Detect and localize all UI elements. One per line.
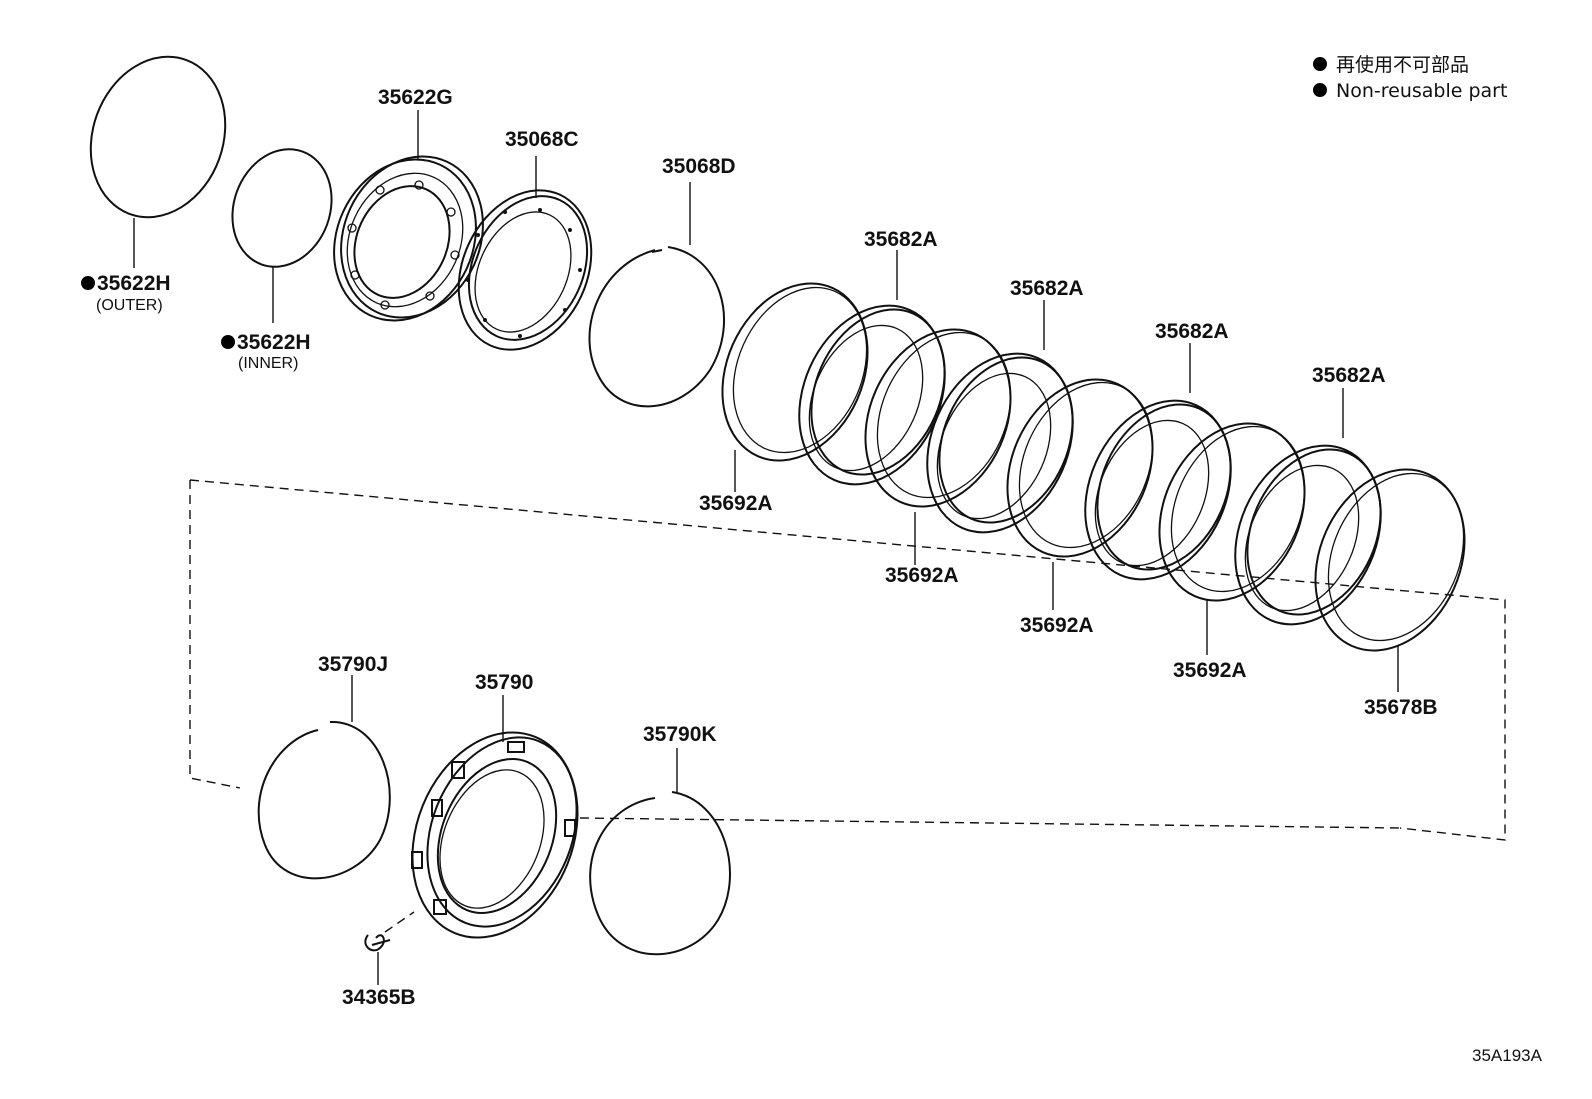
part-labels: 35622H (OUTER) 35622H (INNER) 35622G 350… bbox=[81, 86, 1438, 1009]
clutch-disc-stack bbox=[721, 250, 1466, 692]
label-35790k: 35790K bbox=[643, 723, 717, 746]
label-35068d: 35068D bbox=[662, 155, 736, 178]
clutch-plate-35068c-part bbox=[457, 156, 593, 351]
label-35790j: 35790J bbox=[318, 653, 388, 676]
o-ring-outer-part bbox=[89, 55, 227, 268]
diagram-id: 35A193A bbox=[1472, 1046, 1543, 1065]
legend-jp-text: 再使用不可部品 bbox=[1336, 54, 1469, 76]
legend: 再使用不可部品 Non-reusable part bbox=[1313, 54, 1507, 102]
label-35692a-3: 35692A bbox=[1020, 614, 1094, 637]
piston-part bbox=[333, 110, 484, 322]
label-35622g: 35622G bbox=[378, 86, 453, 109]
label-35692a-4: 35692A bbox=[1173, 659, 1247, 682]
label-35682a-4: 35682A bbox=[1312, 364, 1386, 387]
label-35622h-inner-sub: (INNER) bbox=[238, 355, 298, 372]
non-reusable-marker-icon bbox=[221, 335, 235, 349]
non-reusable-marker-icon bbox=[81, 276, 95, 290]
label-35790: 35790 bbox=[475, 671, 533, 694]
label-35682a-3: 35682A bbox=[1155, 320, 1229, 343]
o-ring-inner-part bbox=[231, 148, 333, 323]
spring-clip-34365b-part bbox=[364, 911, 415, 985]
snap-ring-35790j-part bbox=[257, 675, 391, 880]
label-35678b: 35678B bbox=[1364, 696, 1438, 719]
label-35622h-outer-sub: (OUTER) bbox=[96, 297, 163, 314]
non-reusable-marker-icon bbox=[1313, 83, 1327, 97]
clutch-hub-35790-part bbox=[411, 695, 579, 939]
label-35682a-1: 35682A bbox=[864, 228, 938, 251]
label-35622h-outer: 35622H bbox=[97, 272, 171, 295]
label-35682a-2: 35682A bbox=[1010, 277, 1084, 300]
snap-ring-35068d-part bbox=[588, 182, 725, 408]
non-reusable-marker-icon bbox=[1313, 57, 1327, 71]
label-35692a-1: 35692A bbox=[699, 492, 773, 515]
label-35068c: 35068C bbox=[505, 128, 579, 151]
snap-ring-35790k-part bbox=[589, 748, 731, 956]
assembly-dashed-frame bbox=[189, 479, 1506, 841]
label-35622h-inner: 35622H bbox=[237, 331, 311, 354]
label-35692a-2: 35692A bbox=[885, 564, 959, 587]
legend-en-text: Non-reusable part bbox=[1336, 80, 1507, 102]
label-34365b: 34365B bbox=[342, 986, 416, 1009]
